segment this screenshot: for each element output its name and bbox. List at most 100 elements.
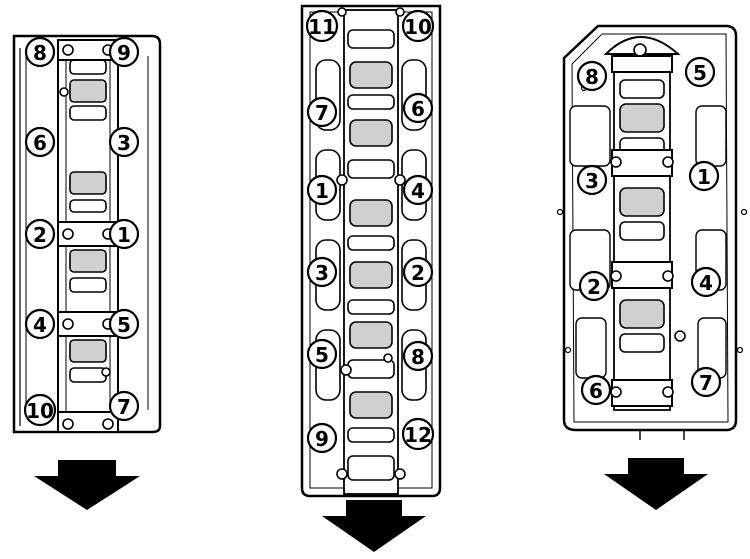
sequence-circle [306,338,338,370]
sequence-number: 6 [411,97,425,121]
bolt-heads-middle [336,7,406,480]
sequence-number: 3 [315,261,329,285]
bolt-sequence-label: 5 [684,56,716,88]
sequence-circle [402,256,434,288]
sequence-circle [108,390,140,422]
cylinder-head-middle [300,4,442,498]
sequence-number: 12 [404,423,432,447]
bolt-sequence-label: 5 [306,338,338,370]
bolt-sequence-label: 9 [108,36,140,68]
sequence-circle [108,126,140,158]
sequence-circle [305,9,339,43]
bolt-sequence-label: 2 [402,256,434,288]
sequence-number: 3 [117,131,131,155]
sequence-circle [578,270,610,302]
sequence-number: 4 [411,179,425,203]
bolt-sequence-label: 10 [23,393,57,427]
sequence-circle [24,308,56,340]
camshaft-right [619,79,665,353]
sequence-circle [108,308,140,340]
sequence-circle [402,340,434,372]
sequence-number: 8 [33,41,47,65]
bolt-sequence-label: 1 [688,160,720,192]
sequence-circle [24,218,56,250]
arrow-down-icon [604,458,708,510]
bolt-sequence-label: 6 [402,92,434,124]
bolt-sequence-label: 7 [306,96,338,128]
bolt-sequence-label: 4 [690,266,722,298]
sequence-number: 1 [697,165,711,189]
sequence-number: 5 [315,343,329,367]
sequence-number: 3 [585,169,599,193]
sequence-circle [24,36,56,68]
sequence-circle [576,164,608,196]
bolt-sequence-label: 4 [402,174,434,206]
sequence-circle [306,256,338,288]
sequence-number: 2 [587,275,601,299]
bolt-sequence-label: 9 [306,422,338,454]
sequence-circle [690,366,722,398]
sequence-circle [401,417,435,451]
bolt-sequence-label: 2 [24,218,56,250]
cylinder-head-right [556,24,748,440]
bolt-heads-right [610,156,686,398]
sequence-number: 7 [699,371,713,395]
sequence-number: 5 [117,313,131,337]
bolt-sequence-label: 10 [401,9,435,43]
bearing-caps-right [611,55,673,407]
bolt-sequence-label: 3 [108,126,140,158]
arrow-down-icon [34,460,140,510]
sequence-circle [580,374,612,406]
camshaft-middle [347,29,395,481]
bolt-sequence-label: 4 [24,308,56,340]
bolt-sequence-label: 11 [305,9,339,43]
sequence-number: 10 [26,399,54,423]
sequence-number: 5 [693,61,707,85]
bolt-sequence-label: 7 [108,390,140,422]
sequence-number: 6 [589,379,603,403]
bolt-sequence-label: 1 [306,174,338,206]
sequence-circle [684,56,716,88]
sequence-circle [108,218,140,250]
bolt-sequence-label: 8 [24,36,56,68]
sequence-circle [306,422,338,454]
camshaft-left [69,59,107,383]
sequence-circle [401,9,435,43]
bolt-sequence-label: 1 [108,218,140,250]
bolt-sequence-label: 8 [402,340,434,372]
sequence-circle [402,174,434,206]
bolt-sequence-label: 2 [578,270,610,302]
sequence-number: 7 [315,101,329,125]
sequence-circle [688,160,720,192]
sequence-number: 4 [699,271,713,295]
sequence-number: 9 [117,41,131,65]
sequence-circle [108,36,140,68]
bolt-sequence-label: 3 [306,256,338,288]
sequence-circle [306,174,338,206]
sequence-circle [690,266,722,298]
sequence-number: 2 [33,223,47,247]
bolt-sequence-label: 6 [24,126,56,158]
bolt-sequence-label: 7 [690,366,722,398]
sequence-number: 4 [33,313,47,337]
sequence-number: 9 [315,427,329,451]
bolt-sequence-label: 6 [580,374,612,406]
bolt-sequence-label: 5 [108,308,140,340]
sequence-number: 1 [117,223,131,247]
sequence-circle [576,60,608,92]
sequence-number: 2 [411,261,425,285]
sequence-number: 1 [315,179,329,203]
sequence-circle [23,393,57,427]
sequence-number: 7 [117,395,131,419]
bolt-sequence-label: 3 [576,164,608,196]
sequence-number: 8 [411,345,425,369]
arrow-down-icon [322,500,426,552]
sequence-number: 11 [308,15,336,39]
sequence-circle [306,96,338,128]
mounting-holes-right [556,84,748,354]
sequence-circle [402,92,434,124]
sequence-circle [24,126,56,158]
sequence-number: 6 [33,131,47,155]
